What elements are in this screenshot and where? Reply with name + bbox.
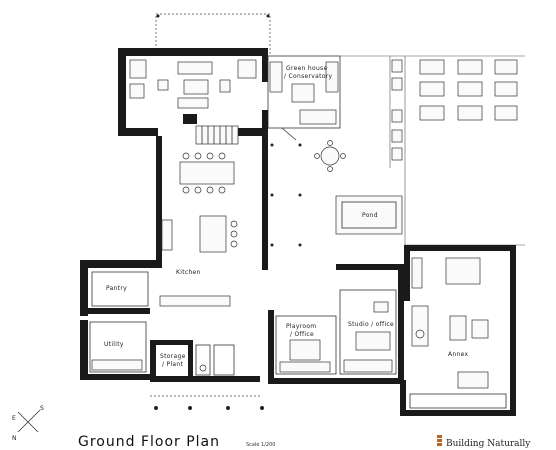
paving-slabs	[391, 59, 518, 161]
room-label-storage: Storage	[160, 353, 186, 360]
room-label-pantry: Pantry	[106, 285, 127, 292]
kitchen-dining: Kitchen	[156, 110, 268, 276]
sofa	[177, 61, 213, 75]
room-label-playroom-office: / Office	[290, 331, 314, 338]
courtyard: Pond	[270, 140, 403, 247]
pond: Pond	[335, 195, 403, 235]
compass-east: E	[12, 415, 16, 422]
brand-name: Building Naturally	[446, 439, 531, 449]
room-label-green-house: Green house	[286, 65, 327, 72]
sofa-2	[177, 97, 209, 109]
brand-logo: Building Naturally	[437, 435, 531, 449]
pantry: Pantry	[80, 260, 162, 316]
annex-table	[457, 371, 489, 389]
compass-north: N	[12, 435, 17, 442]
bottom-pergola	[150, 395, 264, 410]
top-pergola	[155, 13, 271, 55]
living-room	[118, 48, 268, 145]
staircase	[195, 125, 239, 145]
storage-plant: Storage / Plant	[150, 295, 260, 382]
compass: N E S	[12, 405, 44, 442]
paving-area	[340, 55, 525, 246]
playroom-office: Playroom / Office	[268, 310, 340, 384]
stove	[183, 114, 197, 124]
drawing-scale: Scale 1/200	[246, 442, 275, 448]
room-label-plant: / Plant	[162, 361, 183, 368]
room-label-playroom: Playroom	[286, 323, 316, 330]
room-label-kitchen: Kitchen	[176, 269, 201, 276]
studio-office: Studio / office	[336, 264, 404, 384]
courtyard-table	[320, 146, 340, 166]
drawing-title: Ground Floor Plan	[78, 434, 220, 450]
coffee-table	[183, 79, 209, 95]
dining-table	[179, 161, 235, 185]
bed	[445, 257, 481, 285]
room-label-conservatory: / Conservatory	[284, 73, 332, 80]
utility: Utility	[80, 320, 150, 380]
room-label-annex: Annex	[448, 351, 468, 358]
kitchen-island	[199, 215, 227, 253]
room-label-studio: Studio / office	[348, 321, 394, 328]
compass-south: S	[40, 405, 44, 412]
room-label-utility: Utility	[104, 341, 124, 348]
kitchen-counter	[159, 295, 231, 307]
greenhouse: Green house / Conservatory	[267, 55, 341, 141]
room-label-pond: Pond	[362, 212, 378, 219]
annex: Annex	[400, 245, 516, 416]
